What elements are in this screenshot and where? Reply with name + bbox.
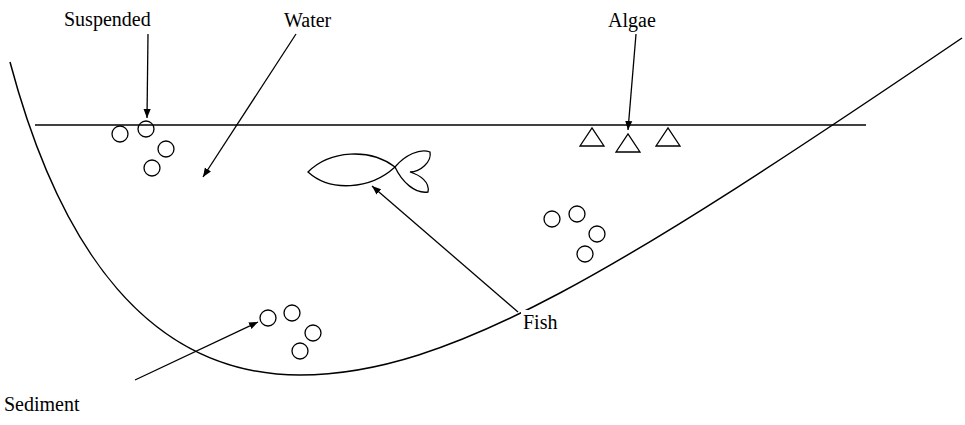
sediment-particles bbox=[260, 305, 321, 359]
part-label: Water bbox=[282, 8, 333, 32]
suspended-particles bbox=[544, 206, 605, 262]
fish-figure bbox=[308, 151, 430, 192]
part-label: Suspended bbox=[62, 7, 153, 31]
algae-triangles bbox=[580, 128, 680, 152]
part-label: Fish bbox=[521, 310, 559, 334]
part-label: Sediment bbox=[2, 392, 82, 416]
lake-bed bbox=[10, 38, 962, 375]
suspended-particles bbox=[112, 121, 174, 176]
water-surface bbox=[35, 124, 866, 126]
part-label: Algae bbox=[606, 8, 658, 32]
leader-arrows bbox=[135, 34, 636, 380]
